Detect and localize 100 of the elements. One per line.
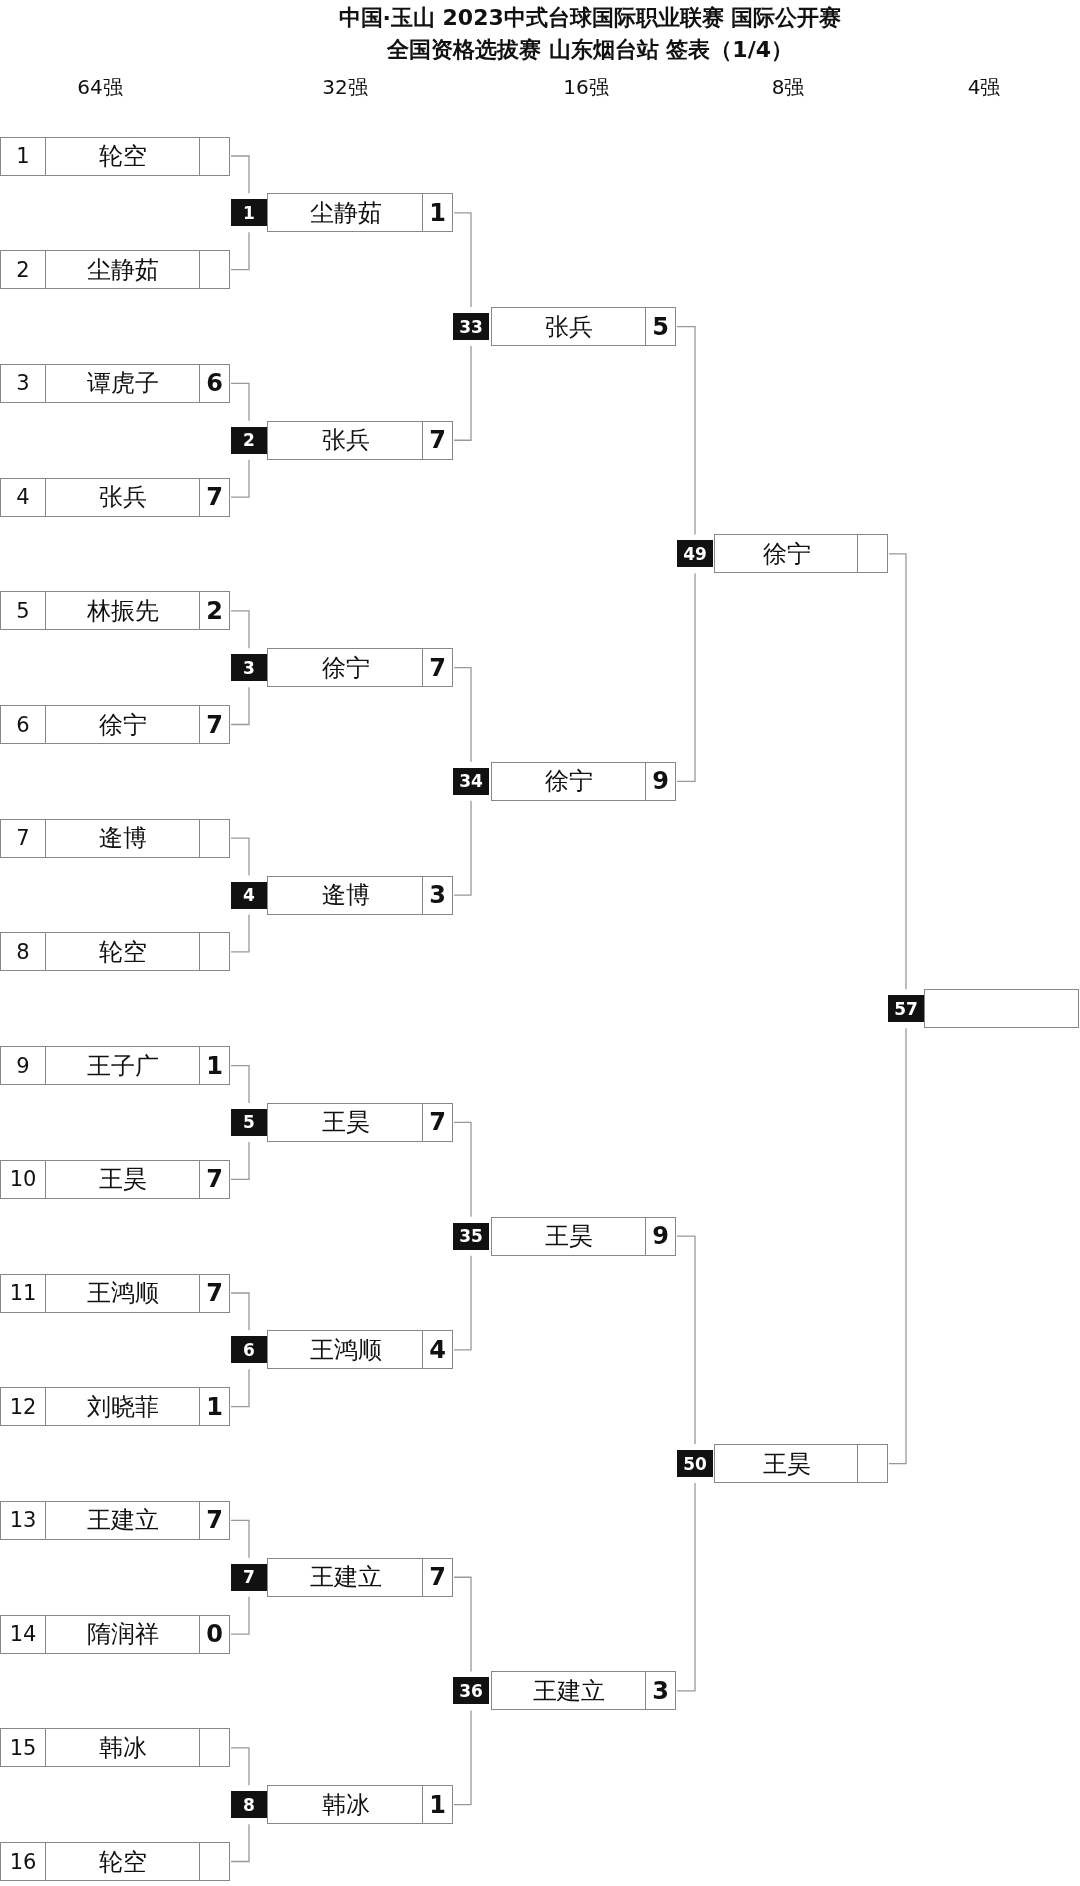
seed-number: 15 [0, 1728, 46, 1768]
player-name: 刘晓菲 [45, 1387, 201, 1427]
score: 4 [422, 1330, 453, 1370]
player-name: 王昊 [45, 1159, 201, 1199]
player-slot [0, 705, 230, 744]
score: 7 [199, 705, 230, 744]
match-number: 57 [888, 995, 924, 1023]
match-number: 3 [231, 654, 267, 682]
match-slot [453, 1671, 676, 1711]
bracket-line [676, 325, 696, 536]
player-slot [0, 1273, 230, 1313]
round-heading: 8强 [771, 74, 805, 101]
round-heading: 4强 [967, 74, 1001, 101]
player-name: 轮空 [45, 1842, 201, 1881]
player-name: 隋润祥 [45, 1614, 201, 1654]
score: 7 [199, 1500, 230, 1540]
player-name: 王建立 [267, 1557, 424, 1597]
player-name: 张兵 [267, 420, 424, 460]
bracket-line [230, 1596, 250, 1635]
bracket-line [453, 1709, 472, 1806]
player-name: 逄博 [45, 818, 201, 858]
player-slot [0, 818, 230, 858]
player-name: 韩冰 [45, 1728, 201, 1768]
player-slot [0, 1387, 230, 1427]
match-slot [231, 875, 453, 915]
bracket-line [453, 1255, 472, 1351]
player-slot [0, 136, 230, 176]
bracket-line [230, 1292, 250, 1331]
score: 7 [199, 1159, 230, 1199]
player-slot [0, 250, 230, 290]
bracket-line [230, 155, 250, 194]
player-name: 王鸿顺 [267, 1330, 424, 1370]
player-name: 王昊 [491, 1216, 647, 1256]
score: 7 [199, 477, 230, 517]
match-slot [888, 989, 1079, 1029]
round-heading: 64强 [77, 74, 123, 101]
bracket-line [230, 913, 250, 953]
bracket-line [230, 459, 250, 498]
match-number: 1 [231, 199, 267, 227]
score: 1 [199, 1046, 230, 1086]
match-number: 8 [231, 1791, 267, 1819]
score: 3 [645, 1671, 676, 1711]
player-slot [0, 363, 230, 403]
bracket-line [453, 1576, 472, 1673]
match-slot [231, 420, 453, 460]
match-slot [231, 1330, 453, 1370]
match-number: 33 [453, 313, 489, 341]
match-number: 34 [453, 767, 489, 795]
score: 9 [645, 761, 676, 801]
match-slot [677, 1444, 888, 1484]
player-name: 王子广 [45, 1046, 201, 1086]
seed-number: 4 [0, 477, 46, 517]
player-name: 徐宁 [45, 705, 201, 744]
score: 7 [422, 1557, 453, 1597]
seed-number: 8 [0, 932, 46, 972]
score: 2 [199, 591, 230, 631]
player-slot [0, 1842, 230, 1881]
seed-number: 1 [0, 136, 46, 176]
player-name: 张兵 [45, 477, 201, 517]
match-number: 5 [231, 1108, 267, 1136]
player-slot [0, 477, 230, 517]
bracket-line [453, 1121, 472, 1218]
player-name: 徐宁 [267, 648, 424, 688]
score: 7 [422, 648, 453, 688]
player-slot [0, 591, 230, 631]
bracket-line [453, 800, 472, 896]
player-slot [0, 1728, 230, 1768]
title: 中国·玉山 2023中式台球国际职业联赛 国际公开赛全国资格选拔赛 山东烟台站 签表（1/4） [337, 4, 843, 64]
seed-number: 12 [0, 1387, 46, 1427]
match-slot [231, 648, 453, 688]
score: 6 [199, 363, 230, 403]
score: 0 [199, 1614, 230, 1654]
match-number: 7 [231, 1563, 267, 1591]
bracket-line [888, 553, 907, 990]
bracket-line [230, 1368, 250, 1408]
seed-number: 3 [0, 363, 46, 403]
seed-number: 2 [0, 250, 46, 290]
player-slot [0, 932, 230, 972]
player-slot [0, 1500, 230, 1540]
player-name: 张兵 [491, 307, 647, 347]
seed-number: 13 [0, 1500, 46, 1540]
player-name: 王鸿顺 [45, 1273, 201, 1313]
bracket-line [230, 837, 250, 877]
bracket-line [230, 231, 250, 271]
match-slot [453, 761, 676, 801]
player-name: 徐宁 [714, 534, 859, 574]
match-number: 49 [677, 540, 713, 568]
bracket-line [230, 1823, 250, 1863]
match-number: 50 [677, 1450, 713, 1478]
bracket-line [230, 610, 250, 649]
match-slot [231, 1785, 453, 1825]
seed-number: 5 [0, 591, 46, 631]
score: 7 [422, 1102, 453, 1142]
bracket-line [676, 1235, 696, 1445]
match-slot [231, 1557, 453, 1597]
bracket-line [676, 1482, 696, 1692]
player-name: 王建立 [491, 1671, 647, 1711]
player-name: 谭虎子 [45, 363, 201, 403]
seed-number: 11 [0, 1273, 46, 1313]
match-number: 4 [231, 881, 267, 909]
